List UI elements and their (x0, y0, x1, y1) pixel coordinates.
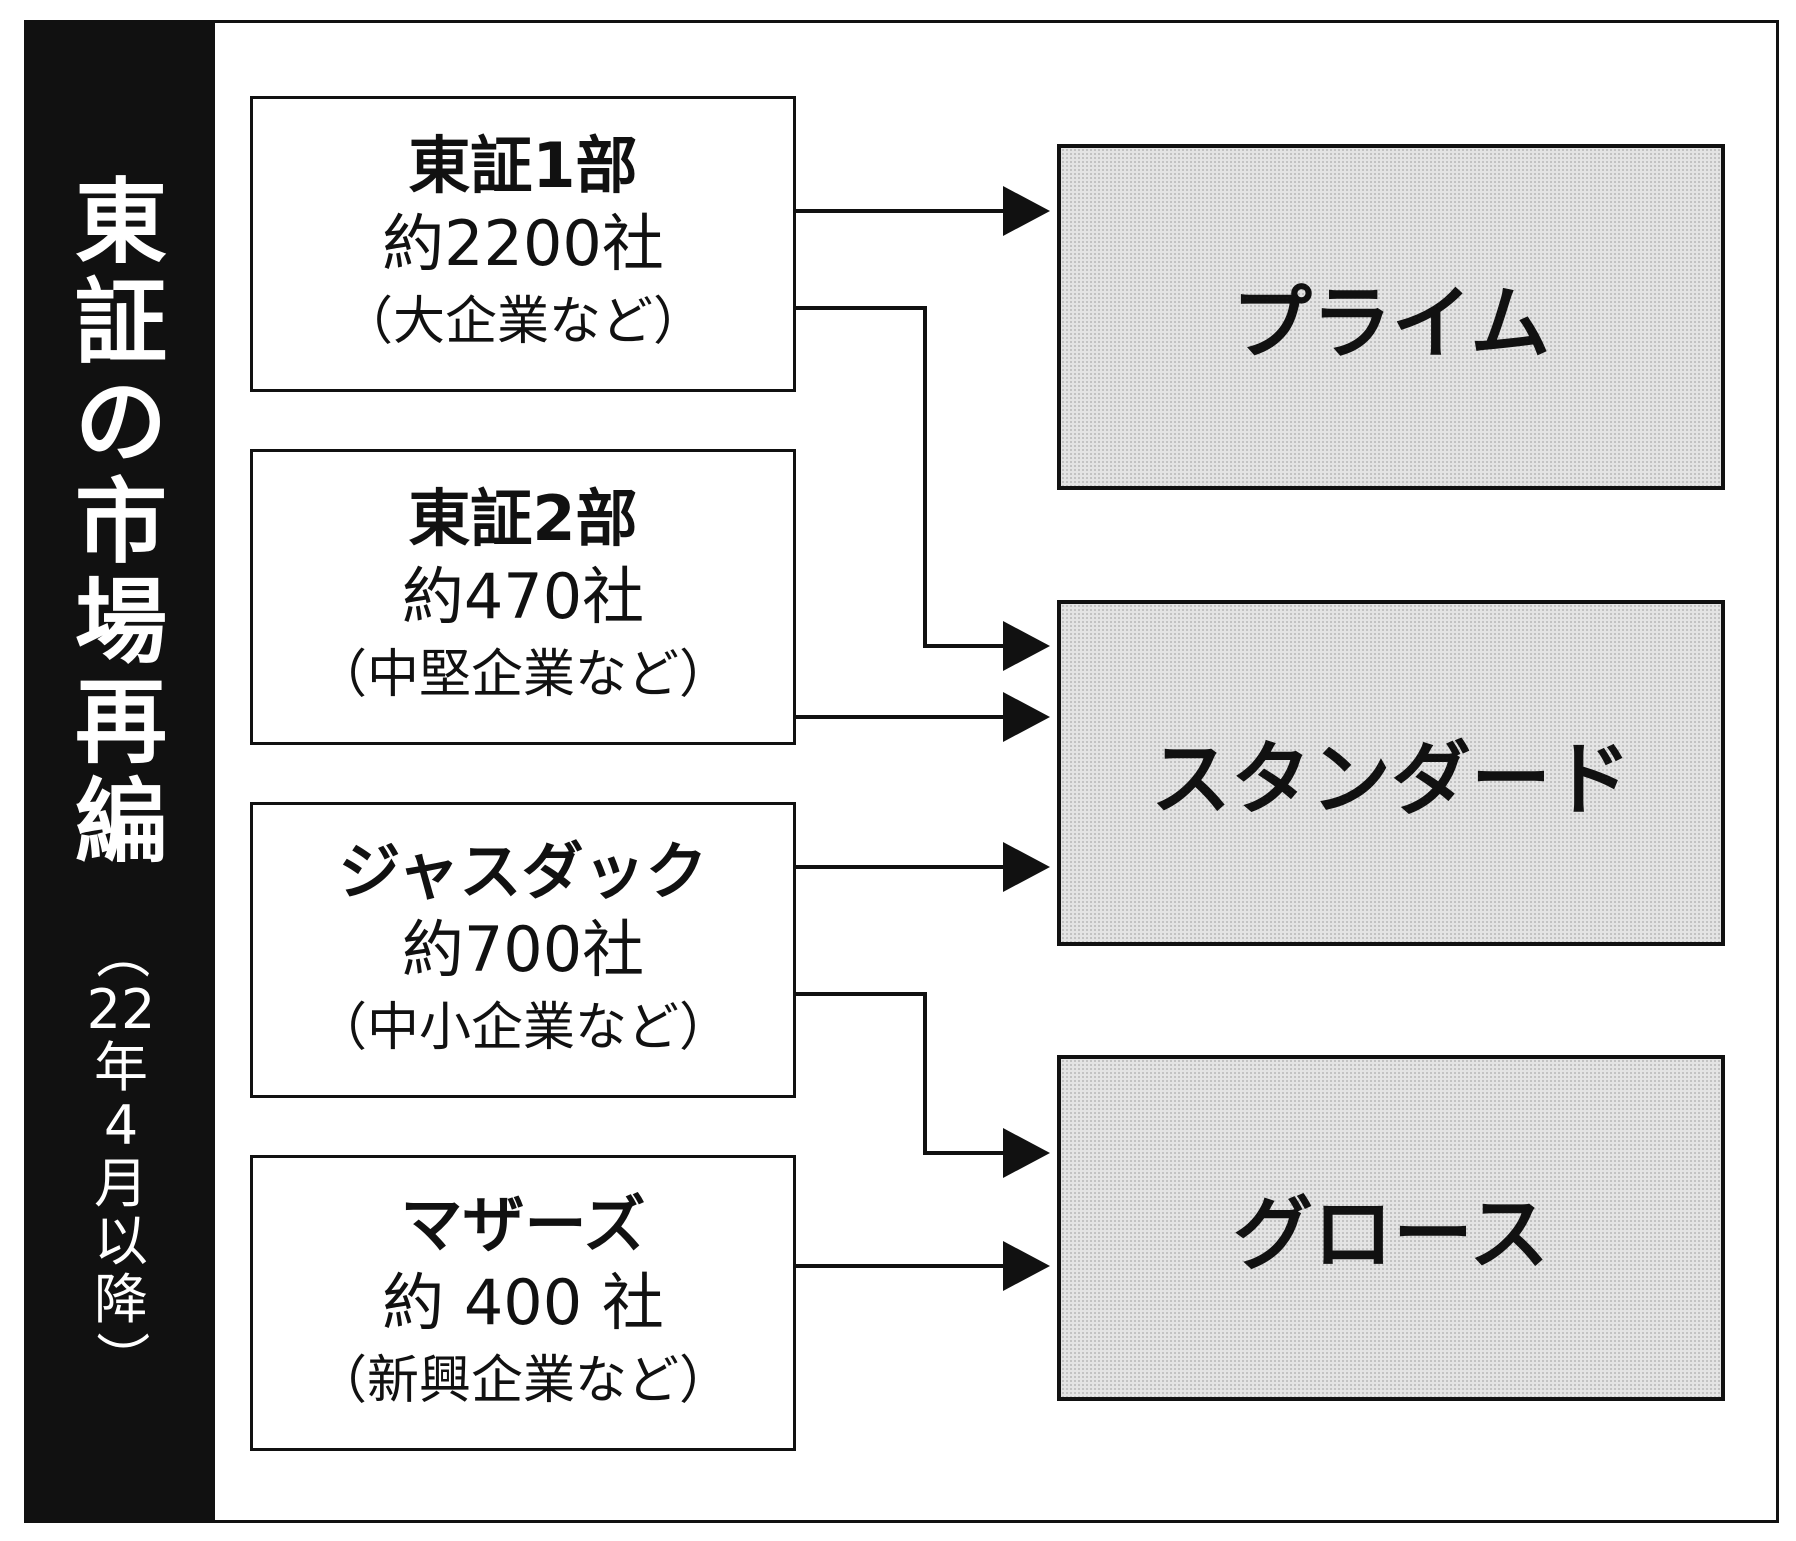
title-char: 場 (74, 569, 167, 676)
target-box-prime: プライム (1057, 144, 1725, 490)
target-name: グロース (1233, 1188, 1549, 1281)
title-char: 証 (74, 269, 167, 376)
subtitle-char: 4 (103, 1094, 139, 1157)
arrowhead (1003, 692, 1050, 742)
source-box-jasdaq: ジャスダック 約700社 （中小企業など） (250, 802, 796, 1098)
title-char: 市 (74, 469, 167, 576)
source-desc: （中小企業など） (314, 998, 731, 1058)
arrowhead (1003, 1241, 1050, 1291)
arrowhead (1003, 842, 1050, 892)
subtitle-char: 年 (94, 1036, 148, 1099)
title-char: 東 (74, 169, 167, 276)
subtitle-char: 22 (86, 978, 156, 1041)
arrowhead (1003, 621, 1050, 671)
source-name: 東証1部 (408, 129, 638, 202)
target-name: スタンダード (1151, 733, 1631, 826)
source-name: 東証2部 (408, 482, 638, 555)
subtitle-char: 月 (94, 1152, 148, 1215)
target-box-standard: スタンダード (1057, 600, 1725, 946)
connector-tse1-standard (796, 306, 1005, 648)
source-box-tse-first: 東証1部 約2200社 （大企業など） (250, 96, 796, 392)
source-name: ジャスダック (338, 835, 708, 908)
title-sidebar: 東 証 の 市 場 再 編 （ 22 年 4 月 以 降 ） (27, 23, 215, 1520)
arrowhead (1003, 1128, 1050, 1178)
target-name: プライム (1231, 277, 1551, 370)
title-char: の (74, 369, 167, 476)
source-count: 約 400 社 (382, 1266, 664, 1339)
source-desc: （中堅企業など） (314, 645, 731, 705)
title-char: 再 (74, 669, 167, 776)
source-box-mothers: マザーズ 約 400 社 （新興企業など） (250, 1155, 796, 1451)
source-name: マザーズ (400, 1188, 646, 1261)
target-box-growth: グロース (1057, 1055, 1725, 1401)
arrowhead (1003, 186, 1050, 236)
connector-jasdaq-growth (796, 992, 1005, 1155)
source-count: 約470社 (401, 560, 645, 633)
subtitle-char: 降 (94, 1268, 148, 1331)
subtitle-char: 以 (94, 1210, 148, 1273)
source-desc: （大企業など） (340, 292, 705, 352)
diagram-subtitle: （ 22 年 4 月 以 降 ） (27, 923, 215, 1387)
source-desc: （新興企業など） (314, 1351, 731, 1411)
title-char: 編 (74, 769, 167, 876)
source-count: 約2200社 (382, 207, 664, 280)
diagram-title: 東 証 の 市 場 再 編 (27, 173, 215, 873)
source-box-tse-second: 東証2部 約470社 （中堅企業など） (250, 449, 796, 745)
source-count: 約700社 (401, 913, 645, 986)
